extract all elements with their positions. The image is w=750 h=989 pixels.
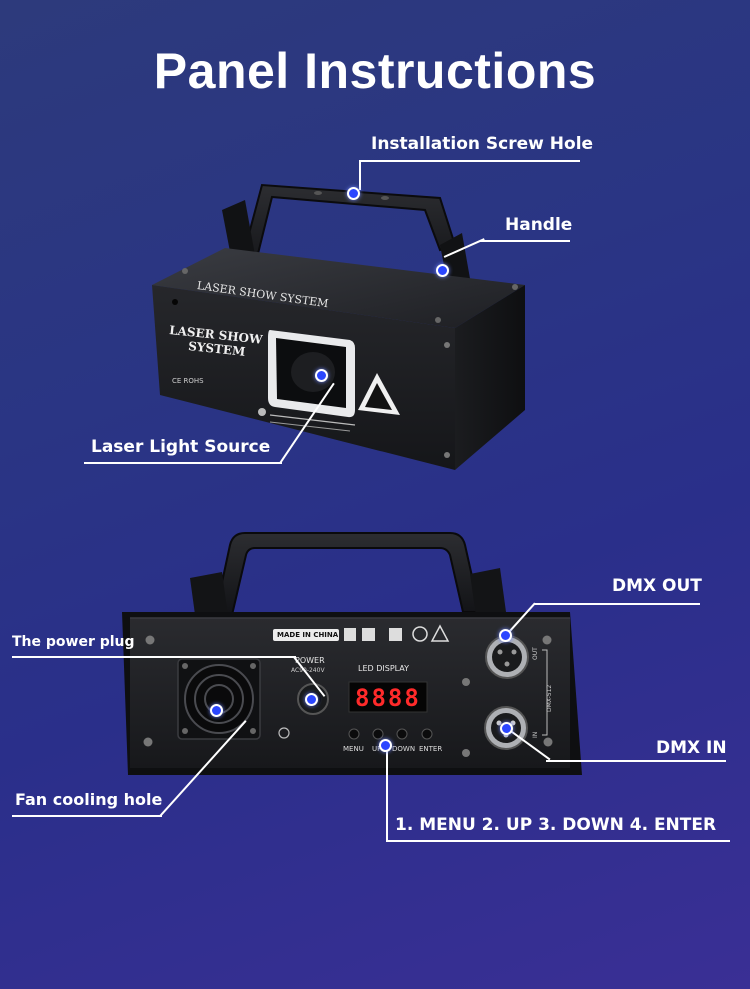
voltage-label: AC90-240V: [291, 667, 325, 674]
led-display-label: LED DISPLAY: [358, 664, 410, 673]
callout-buttons-dot: [379, 739, 392, 752]
callout-dmx-in-line: [546, 760, 726, 762]
callout-dmx-out-line: [534, 603, 700, 605]
page-title: Panel Instructions: [153, 43, 597, 99]
callout-dmx-out-dot: [499, 629, 512, 642]
callout-power-plug-line: [12, 656, 296, 658]
callout-laser-source-label: Laser Light Source: [91, 437, 271, 457]
power-label: POWER: [295, 656, 325, 665]
callout-dmx-in-dot: [500, 722, 513, 735]
callout-laser-source-dot: [315, 369, 328, 382]
callout-handle-line: [480, 240, 570, 242]
port-out-label: OUT: [532, 647, 539, 660]
down-button-label: DOWN: [392, 745, 416, 753]
callout-screw-hole-label: Installation Screw Hole: [371, 134, 594, 154]
callout-laser-source-line: [84, 462, 282, 464]
callout-dmx-out-label: DMX OUT: [612, 576, 702, 596]
callout-fan-hole-line: [12, 815, 162, 817]
made-in-label: MADE IN CHINA: [277, 631, 339, 639]
callout-buttons-leader: [386, 748, 388, 841]
callout-fan-hole-label: Fan cooling hole: [15, 790, 163, 809]
callout-screw-hole-dot: [347, 187, 360, 200]
callout-screw-hole-line: [360, 160, 580, 162]
dmx-512-label: DMX-512: [546, 684, 553, 712]
led-display-value: 8888: [355, 684, 421, 712]
cert-mark: CE ROHS: [172, 377, 204, 385]
callout-dmx-in-label: DMX IN: [656, 738, 727, 758]
menu-button-label: MENU: [343, 745, 364, 753]
callout-buttons-line: [386, 840, 730, 842]
up-button-label: UP: [372, 745, 382, 753]
enter-button-label: ENTER: [419, 745, 443, 753]
callout-buttons-label: 1. MENU 2. UP 3. DOWN 4. ENTER: [395, 815, 717, 835]
callout-fan-hole-dot: [210, 704, 223, 717]
port-in-label: IN: [532, 731, 539, 738]
callout-handle-dot: [436, 264, 449, 277]
callout-power-plug-label: The power plug: [12, 634, 135, 650]
callout-screw-hole-leader: [359, 160, 361, 190]
callout-power-plug-dot: [305, 693, 318, 706]
callout-handle-label: Handle: [505, 215, 573, 235]
